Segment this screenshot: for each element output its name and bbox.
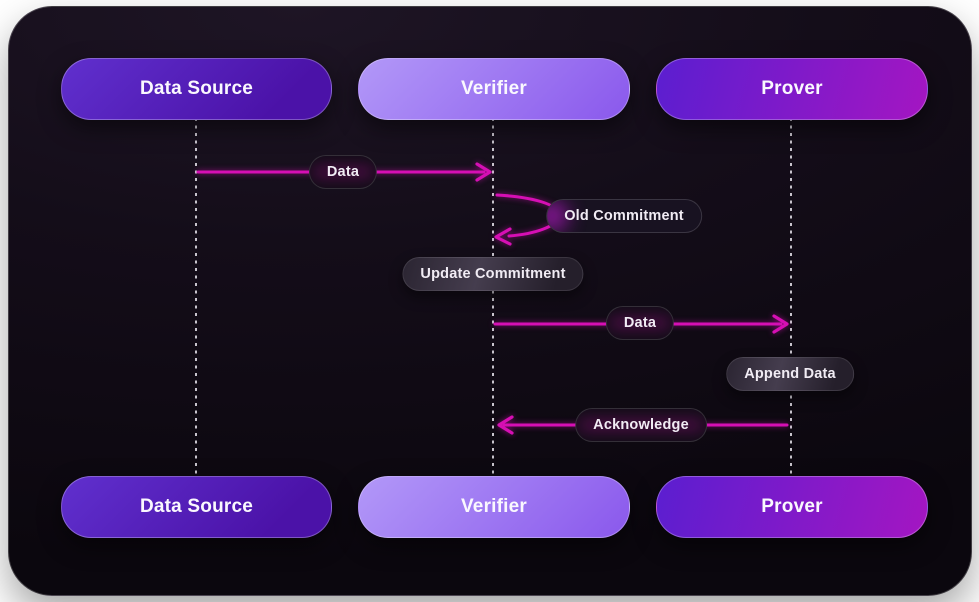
message-label-data-1: Data: [308, 155, 378, 189]
message-label-old-commitment: Old Commitment: [546, 199, 702, 233]
message-label-acknowledge: Acknowledge: [575, 408, 707, 442]
actor-label: Verifier: [460, 496, 528, 517]
actor-label: Prover: [761, 78, 823, 99]
actor-prover-bottom: Prover: [656, 476, 928, 538]
message-label-data-2: Data: [605, 306, 675, 340]
actor-label: Prover: [761, 496, 823, 517]
message-label-append-data: Append Data: [726, 357, 854, 391]
actor-prover-top: Prover: [656, 58, 928, 120]
actor-label: Data Source: [139, 78, 254, 99]
actor-data-source-bottom: Data Source: [61, 476, 332, 538]
actor-label: Verifier: [460, 78, 528, 99]
actor-verifier-bottom: Verifier: [358, 476, 630, 538]
message-label-update-commitment: Update Commitment: [402, 257, 584, 291]
actor-verifier-top: Verifier: [358, 58, 630, 120]
actor-label: Data Source: [139, 496, 254, 517]
actor-data-source-top: Data Source: [61, 58, 332, 120]
